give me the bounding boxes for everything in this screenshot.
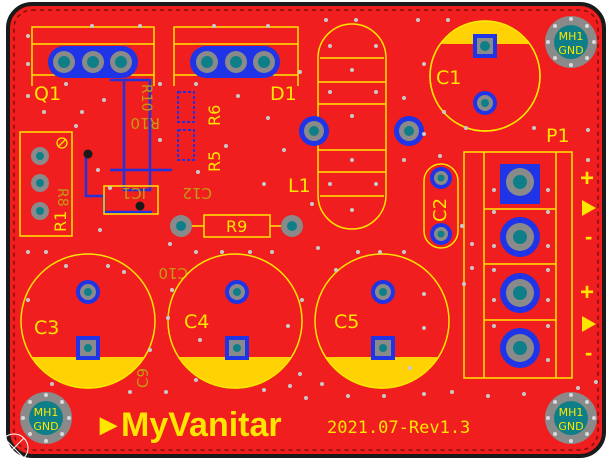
r1-trimmer[interactable] <box>19 131 73 237</box>
r6-label: R6 <box>205 105 224 126</box>
d1-label: D1 <box>270 83 297 105</box>
p1-connector[interactable] <box>463 151 596 379</box>
mounting-hole-bottom-left: MH1 GND <box>20 392 72 444</box>
r10-label-top: R10 <box>138 84 154 112</box>
minus-mark-1: - <box>585 224 592 249</box>
c4-capacitor[interactable] <box>167 253 303 389</box>
c1-label: C1 <box>436 67 461 89</box>
c2-capacitor[interactable] <box>423 163 459 249</box>
ic1-label: IC1 <box>122 184 146 202</box>
l1-inductor[interactable] <box>299 23 424 230</box>
c5-capacitor[interactable] <box>314 253 450 389</box>
brand-name: MyVanitar <box>121 406 282 444</box>
d1-footprint[interactable] <box>173 26 299 86</box>
ic1-region[interactable] <box>83 78 195 215</box>
c3-capacitor[interactable] <box>20 253 156 389</box>
mh-bl-line1: MH1 <box>34 406 59 419</box>
mh-br-line1: MH1 <box>559 406 584 419</box>
c1-capacitor[interactable] <box>429 20 541 132</box>
plus-mark-2: + <box>580 279 594 306</box>
r8-label: R8 <box>54 188 70 207</box>
r5-label: R5 <box>205 151 224 172</box>
mh-br-line2: GND <box>558 420 583 433</box>
q1-label: Q1 <box>34 83 61 105</box>
brand-arrow-icon: ▶ <box>99 412 118 437</box>
board-outline-dashed <box>13 9 599 451</box>
r10-label: R10 <box>130 114 160 132</box>
c2-label: C2 <box>430 198 451 222</box>
mounting-hole-bottom-right: MH1 GND <box>545 392 597 444</box>
minus-mark-2: - <box>585 340 592 365</box>
r9-resistor[interactable] <box>170 214 303 238</box>
pcb-board <box>6 2 606 458</box>
mh-tr-line2: GND <box>558 44 583 57</box>
origin-marker <box>0 433 29 462</box>
c9-label: C9 <box>134 368 152 388</box>
mounting-hole-top-right: MH1 GND <box>545 16 597 68</box>
c10-label: C10 <box>158 264 188 282</box>
r1-label: R1 <box>51 211 70 232</box>
mh-tr-line1: MH1 <box>559 30 584 43</box>
mh-bl-line2: GND <box>33 420 58 433</box>
revision-text: 2021.07-Rev1.3 <box>327 418 470 438</box>
c5-label: C5 <box>334 311 359 333</box>
vias <box>26 18 598 400</box>
c12-label: C12 <box>182 184 212 202</box>
p1-label: P1 <box>546 125 570 147</box>
r9-label: R9 <box>226 217 247 236</box>
plus-mark-1: + <box>580 165 594 192</box>
c4-label: C4 <box>184 311 209 333</box>
c3-label: C3 <box>34 317 59 339</box>
l1-label: L1 <box>288 175 311 197</box>
